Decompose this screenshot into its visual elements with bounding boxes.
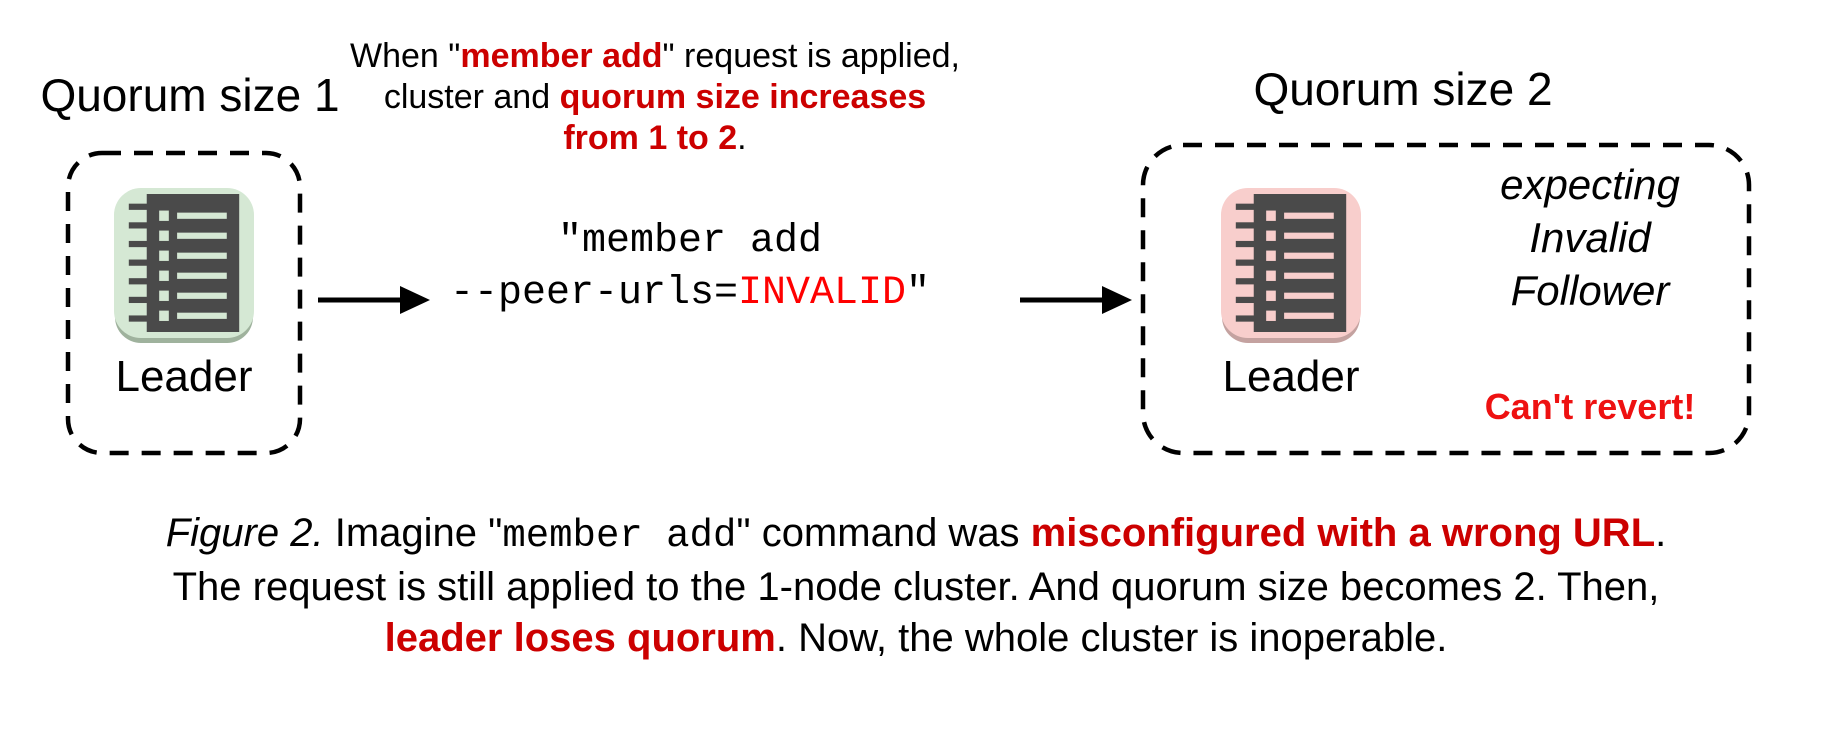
etcd-ledger-icon	[1235, 194, 1347, 332]
caption-line-3: leader loses quorum. Now, the whole clus…	[384, 616, 1448, 660]
annotation-line-2: cluster and quorum size increases	[383, 78, 927, 116]
caption-line-2: The request is still applied to the 1-no…	[172, 565, 1660, 609]
etcd-ledger-icon	[128, 194, 240, 332]
figure-caption: Figure 2. Imagine "member add" command w…	[0, 508, 1832, 664]
annotation-text: When "member add" request is applied, cl…	[335, 36, 975, 159]
leader-node-card	[1221, 188, 1361, 338]
arrow-right-icon	[1020, 286, 1132, 314]
annotation-line-3: from 1 to 2.	[563, 119, 747, 157]
command-line-1: "member add	[557, 219, 823, 264]
expecting-note: expecting Invalid Follower	[1500, 161, 1680, 314]
right-cluster-title: Quorum size 2	[1253, 63, 1553, 115]
annotation-line-1: When "member add" request is applied,	[350, 37, 960, 75]
invalid-value: INVALID	[738, 271, 907, 316]
command-line-2: --peer-urls=INVALID"	[449, 271, 931, 316]
left-cluster-boundary	[65, 150, 303, 456]
cant-revert-alert: Can't revert!	[1484, 386, 1696, 427]
left-cluster-title: Quorum size 1	[40, 69, 340, 121]
figure-label: Figure 2.	[165, 511, 324, 555]
leader-node-card	[114, 188, 254, 338]
right-leader-label: Leader	[1222, 352, 1360, 401]
command-text: "member add --peer-urls=INVALID"	[400, 216, 980, 320]
caption-line-1: Figure 2. Imagine "member add" command w…	[165, 511, 1667, 558]
arrow-right-icon	[318, 286, 430, 314]
right-cluster-boundary	[1140, 142, 1752, 456]
left-leader-label: Leader	[115, 352, 253, 401]
